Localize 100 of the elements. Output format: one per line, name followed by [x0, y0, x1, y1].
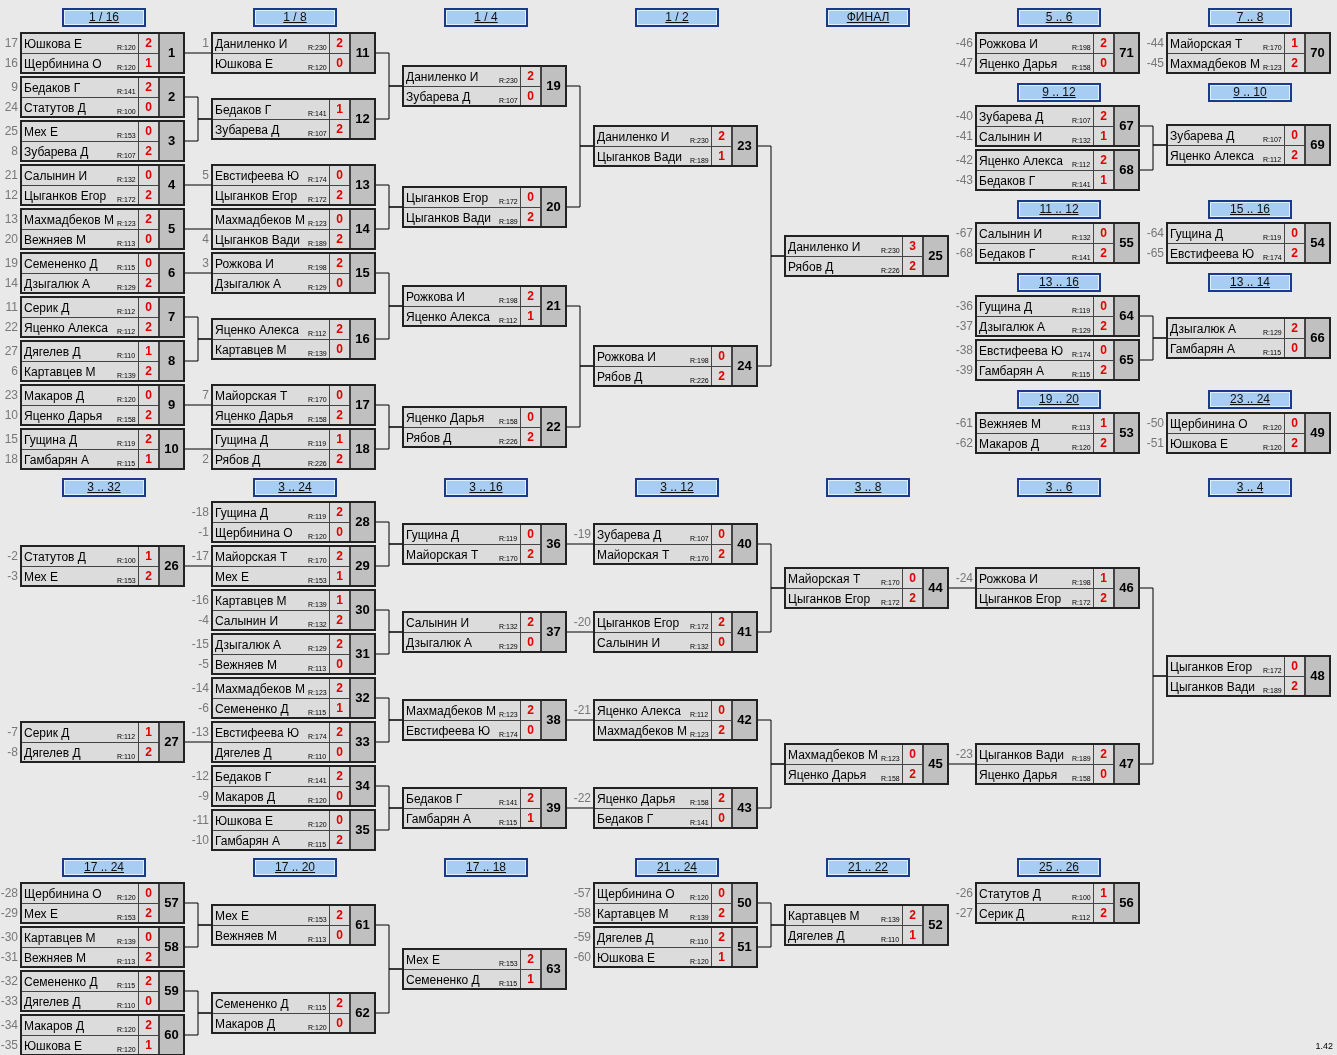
- match-number: 51: [733, 928, 756, 966]
- bracket-line: [184, 448, 212, 450]
- round-header: 5 .. 6: [1017, 8, 1101, 27]
- round-header: 3 .. 6: [1017, 478, 1101, 497]
- bracket-line: [184, 118, 212, 142]
- score: 0: [144, 299, 153, 316]
- score: 0: [335, 788, 344, 805]
- player-name: Дзыгалюк А: [1170, 322, 1237, 336]
- match-number: 63: [542, 950, 565, 988]
- match-box: [211, 633, 376, 675]
- player-name: Дягелев Д: [24, 345, 81, 359]
- score: 2: [717, 905, 726, 922]
- round-header: 21 .. 22: [826, 858, 910, 877]
- player-name: Мех Е: [24, 570, 58, 584]
- match-box: [402, 186, 567, 228]
- score: 2: [1099, 435, 1108, 452]
- score: 0: [144, 255, 153, 272]
- match-number: 2: [160, 78, 183, 116]
- player-name: Рожкова И: [597, 350, 656, 364]
- match-number: 7: [160, 298, 183, 336]
- seed-number: -6: [197, 701, 209, 715]
- score: 0: [1099, 766, 1108, 783]
- player-name: Картавцев М: [215, 343, 287, 357]
- seed-number: -22: [572, 791, 591, 805]
- player-name: Гущина Д: [215, 506, 269, 520]
- match-box: [1166, 222, 1331, 264]
- match-number: 10: [160, 430, 183, 468]
- seed-number: 25: [3, 124, 18, 138]
- match-box: [402, 787, 567, 829]
- score: 0: [335, 812, 344, 829]
- match-number: 9: [160, 386, 183, 424]
- player-name: Цыганков Вади: [215, 233, 301, 247]
- score: 1: [144, 548, 153, 565]
- score: 2: [144, 905, 153, 922]
- seed-number: 27: [3, 344, 18, 358]
- match-number: 55: [1115, 224, 1138, 262]
- player-name: Евстифеева Ю: [215, 169, 300, 183]
- bracket-line: [757, 924, 785, 948]
- player-name: Яценко Дарья: [597, 792, 676, 806]
- score: 2: [1099, 245, 1108, 262]
- player-name: Мех Е: [406, 953, 440, 967]
- seed-number: -7: [6, 725, 18, 739]
- seed-number: -5: [197, 657, 209, 671]
- match-box: [402, 406, 567, 448]
- match-number: 66: [1306, 319, 1329, 357]
- match-box: [211, 677, 376, 719]
- match-number: 5: [160, 210, 183, 248]
- score: 2: [144, 973, 153, 990]
- score: 2: [1099, 108, 1108, 125]
- match-box: [20, 882, 185, 924]
- round-header: 7 .. 8: [1208, 8, 1292, 27]
- seed-number: -17: [190, 549, 209, 563]
- seed-number: -44: [1145, 36, 1164, 50]
- player-name: Цыганков Егор: [788, 592, 871, 606]
- seed-number: -47: [954, 56, 973, 70]
- seed-number: -18: [190, 505, 209, 519]
- seed-number: 13: [3, 212, 18, 226]
- player-name: Гамбарян А: [24, 453, 89, 467]
- match-box: [1166, 317, 1331, 359]
- player-name: Серик Д: [979, 907, 1025, 921]
- match-number: 61: [351, 906, 374, 944]
- match-number: 45: [924, 745, 947, 783]
- score: 2: [717, 722, 726, 739]
- score: 2: [1099, 318, 1108, 335]
- player-name: Рябов Д: [597, 370, 643, 384]
- seed-number: -4: [197, 613, 209, 627]
- player-name: Цыганков Вади: [406, 211, 492, 225]
- match-box: [593, 787, 758, 829]
- match-box: [402, 523, 567, 565]
- score: 2: [335, 636, 344, 653]
- score: 1: [144, 343, 153, 360]
- seed-number: -51: [1145, 436, 1164, 450]
- player-name: Вежняев М: [979, 417, 1042, 431]
- score: 2: [144, 143, 153, 160]
- match-number: 49: [1306, 414, 1329, 452]
- score: 0: [144, 993, 153, 1010]
- score: 0: [1290, 415, 1299, 432]
- player-name: Семененко Д: [24, 257, 98, 271]
- bracket-line: [375, 807, 403, 831]
- score: 2: [526, 702, 535, 719]
- match-box: [1166, 655, 1331, 697]
- seed-number: -42: [954, 153, 973, 167]
- match-box: [211, 252, 376, 294]
- score: 0: [335, 1015, 344, 1032]
- match-number: 37: [542, 613, 565, 651]
- score: 1: [335, 101, 344, 118]
- seed-number: 9: [10, 80, 18, 94]
- round-header: 15 .. 16: [1208, 200, 1292, 219]
- bracket-line: [566, 543, 594, 545]
- score: 2: [335, 907, 344, 924]
- bracket-line: [184, 741, 212, 743]
- round-header: 3 .. 16: [444, 478, 528, 497]
- score: 0: [144, 167, 153, 184]
- score: 2: [526, 951, 535, 968]
- bracket-line: [1139, 675, 1167, 765]
- match-box: [975, 149, 1140, 191]
- score: 0: [526, 722, 535, 739]
- score: 0: [335, 656, 344, 673]
- match-number: 38: [542, 701, 565, 739]
- match-number: 30: [351, 591, 374, 629]
